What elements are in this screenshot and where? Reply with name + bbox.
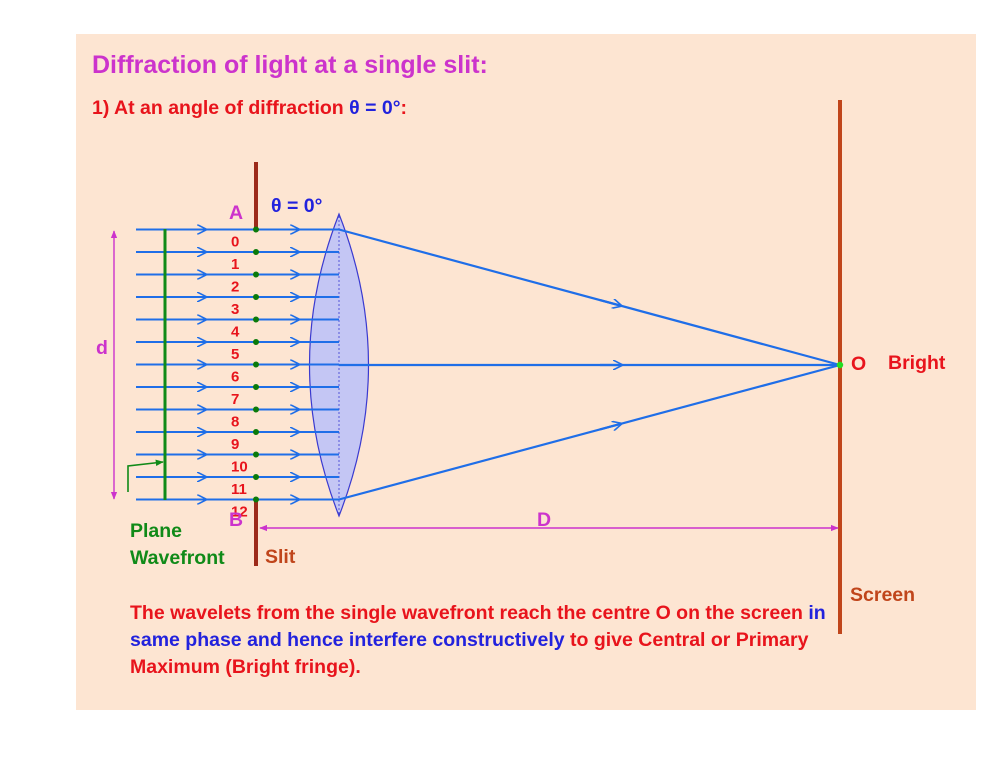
wavelet-point <box>253 316 259 323</box>
wavelet-point <box>253 451 259 458</box>
point-number-label: 8 <box>231 414 239 431</box>
subtitle-suffix: : <box>401 97 408 119</box>
width-label: d <box>96 337 108 359</box>
ray-direction-arrow <box>599 424 621 430</box>
wavelet-point <box>253 361 259 368</box>
centre-label: O <box>851 353 866 375</box>
wavefront-pointer-arrow <box>127 459 164 492</box>
wavelet-point <box>253 294 259 300</box>
wavelet-point <box>253 474 259 480</box>
explanation-part-3: to give Central or Primary Maximum (Brig… <box>130 629 809 678</box>
point-number-label: 0 <box>231 234 239 251</box>
incident-rays <box>136 230 339 500</box>
subtitle-prefix: 1) At an angle of diffraction <box>92 97 349 119</box>
wavelet-point <box>253 406 259 413</box>
screen-label: Screen <box>850 584 915 606</box>
distance-label: D <box>537 509 551 531</box>
explanation-part-2: in same phase and hence interfere constr… <box>130 602 826 651</box>
point-number-label: 5 <box>231 346 239 363</box>
point-number-label: 1 <box>231 256 239 273</box>
point-number-label: 7 <box>231 391 239 408</box>
page-title: Diffraction of light at a single slit: <box>92 51 488 79</box>
point-number-label: 3 <box>231 301 239 318</box>
ray-direction-arrow <box>599 300 621 306</box>
wavefront-label-line1: Plane <box>130 520 182 542</box>
point-number-label: 9 <box>231 436 239 453</box>
point-number-label: 4 <box>231 324 240 341</box>
converging-ray <box>338 363 841 501</box>
point-number-label: 2 <box>231 279 239 296</box>
point-number-label: 11 <box>231 481 247 498</box>
wavelet-point <box>253 384 259 390</box>
wavelet-points <box>253 226 259 503</box>
point-number-label: 10 <box>231 459 248 476</box>
bright-label: Bright <box>888 352 946 374</box>
centre-point-marker <box>836 361 844 369</box>
wavelet-point <box>253 429 259 435</box>
wavelet-point <box>253 496 259 503</box>
wavelet-point <box>253 339 259 345</box>
subtitle-condition: θ = 0° <box>349 97 400 119</box>
point-b-label: B <box>229 509 243 531</box>
explanation-text: The wavelets from the single wavefront r… <box>130 600 830 681</box>
subtitle: 1) At an angle of diffraction θ = 0°: <box>92 97 407 119</box>
wavefront-label-line2: Wavefront <box>130 547 225 569</box>
converging-ray <box>338 228 841 367</box>
explanation-part-1: The wavelets from the single wavefront r… <box>130 602 803 624</box>
wavelet-point <box>253 226 259 233</box>
theta-label: θ = 0° <box>271 195 322 217</box>
wavelet-point <box>253 271 259 278</box>
converging-rays <box>338 228 841 501</box>
wavelet-point <box>253 249 259 255</box>
point-a-label: A <box>229 202 243 224</box>
point-number-label: 12 <box>231 504 248 521</box>
slide-background <box>76 34 976 710</box>
slit-label: Slit <box>265 546 296 568</box>
point-number-label: 6 <box>231 369 239 386</box>
